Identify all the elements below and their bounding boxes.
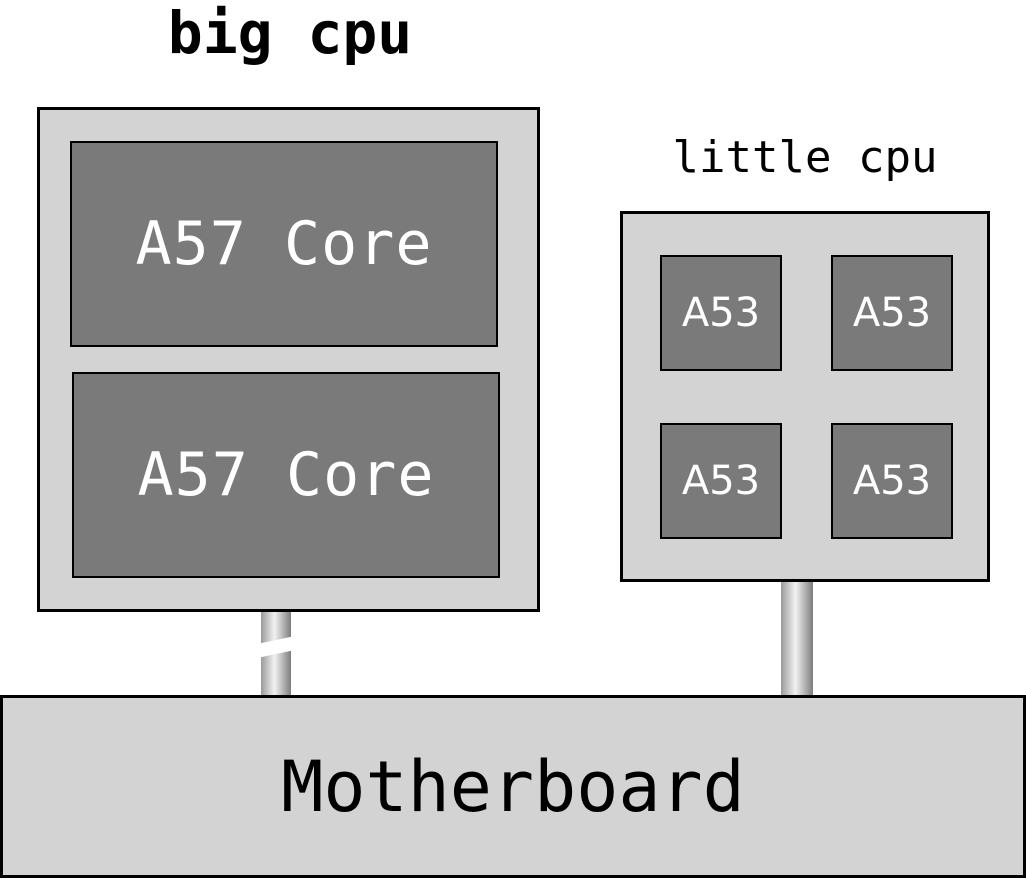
motherboard-label: Motherboard (281, 745, 745, 828)
a57-core-2: A57 Core (72, 372, 500, 578)
little-cpu-title: little cpu (672, 132, 938, 183)
a53-core-1: A53 (660, 255, 782, 371)
a57-core-1: A57 Core (70, 141, 498, 347)
a53-core-3: A53 (660, 423, 782, 539)
big-cpu-title: big cpu (167, 0, 413, 67)
a53-core-4: A53 (831, 423, 953, 539)
little-cpu-bus-connector (781, 582, 813, 696)
motherboard: Motherboard (0, 695, 1026, 878)
a53-core-2: A53 (831, 255, 953, 371)
